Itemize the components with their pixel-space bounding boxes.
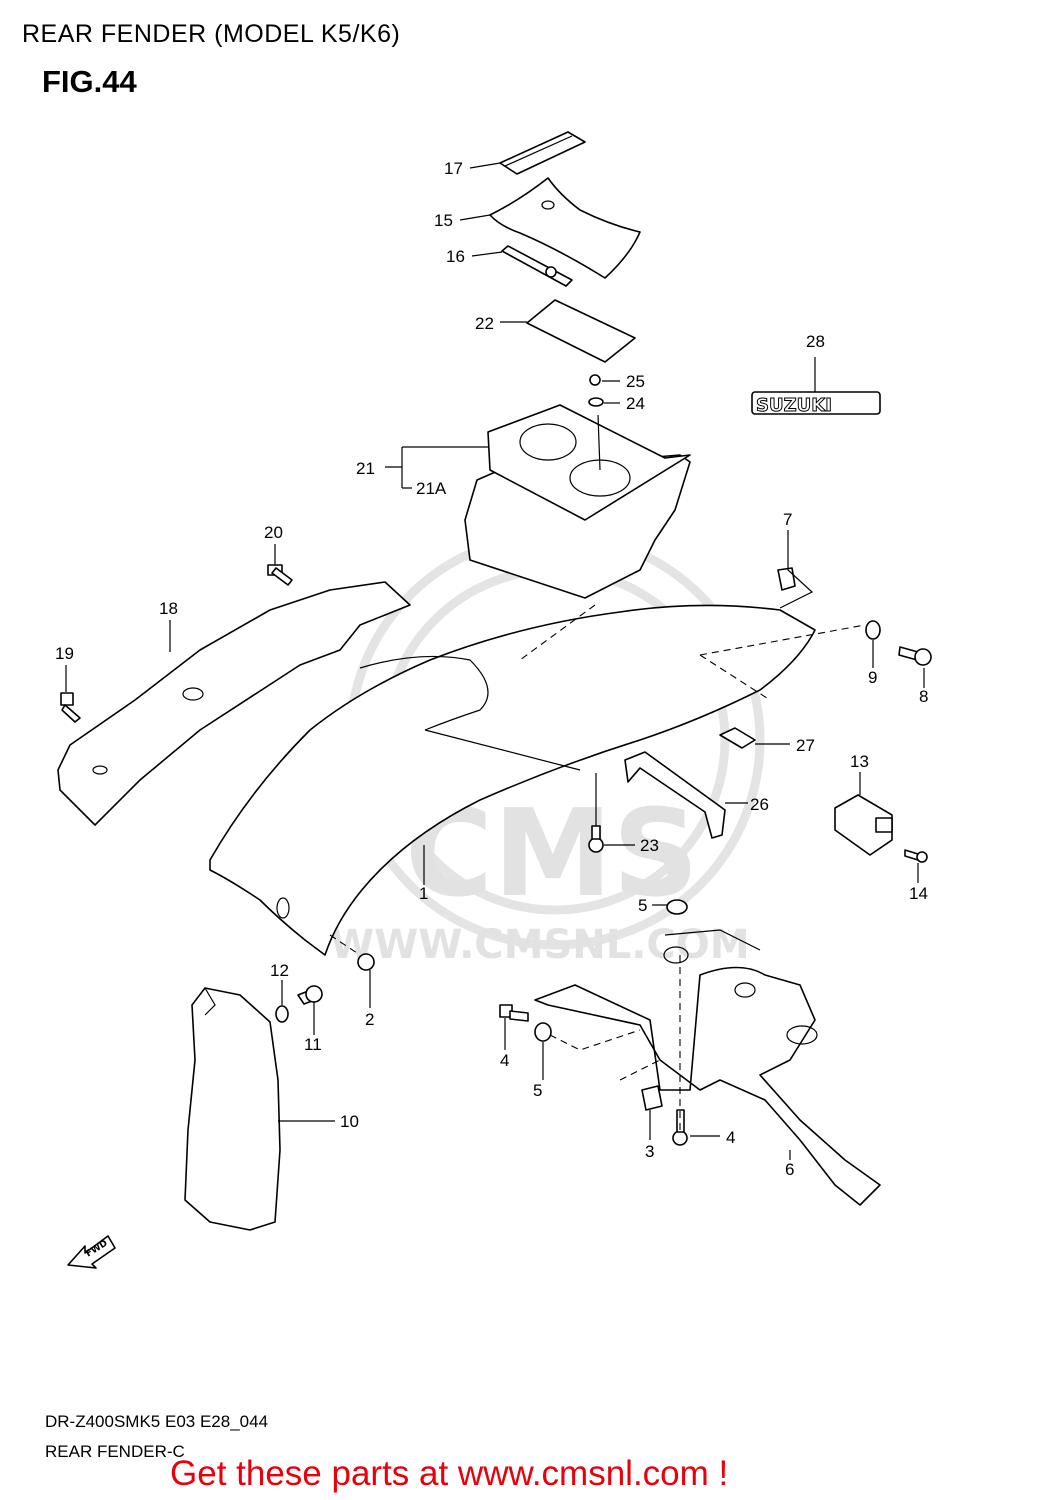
callout-4b: 4 <box>726 1128 735 1147</box>
callout-5b: 5 <box>533 1081 542 1100</box>
part-bolt-8[interactable] <box>898 646 932 666</box>
callout-25: 25 <box>626 372 645 391</box>
diagram-code: DR-Z400SMK5 E03 E28_044 <box>45 1412 269 1431</box>
callout-16: 16 <box>446 247 465 266</box>
part-screw-14[interactable] <box>904 849 928 863</box>
part-strap[interactable] <box>499 131 586 175</box>
callout-11: 11 <box>304 1035 322 1054</box>
part-tool-box[interactable] <box>464 404 691 599</box>
callout-23: 23 <box>640 836 659 855</box>
part-rear-fender[interactable] <box>209 604 816 956</box>
callout-8: 8 <box>919 687 928 706</box>
callout-27: 27 <box>796 736 815 755</box>
page-title: REAR FENDER (MODEL K5/K6) <box>22 20 401 48</box>
callout-5a: 5 <box>638 896 647 915</box>
callout-21: 21 <box>356 459 375 478</box>
callout-22: 22 <box>475 314 494 333</box>
watermark-url: WWW.CMSNL.COM <box>330 922 750 968</box>
part-bracket[interactable] <box>534 929 881 1206</box>
callout-2: 2 <box>365 1010 374 1029</box>
part-side-cover[interactable] <box>57 581 411 826</box>
part-tool-bag[interactable] <box>489 177 641 279</box>
callout-17: 17 <box>444 159 463 178</box>
callout-4a: 4 <box>500 1051 509 1070</box>
figure-label: FIG.44 <box>42 64 137 99</box>
callout-12: 12 <box>270 961 289 980</box>
part-bolt-4b[interactable] <box>672 1109 688 1146</box>
callout-labels: 17 15 16 22 25 24 28 21 21A 20 7 18 19 9… <box>55 159 928 1179</box>
promo-link[interactable]: Get these parts at www.cmsnl.com ! <box>170 1454 729 1493</box>
part-washer-12[interactable] <box>275 1005 289 1023</box>
part-collar-5b[interactable] <box>534 1022 552 1042</box>
part-bolt-4a[interactable] <box>499 1004 529 1022</box>
fwd-arrow-icon: FWD <box>67 1235 116 1269</box>
leader-lines <box>65 162 925 1160</box>
callout-7: 7 <box>783 510 792 529</box>
badge-text: SUZUKI <box>756 395 832 416</box>
callout-20: 20 <box>264 523 283 542</box>
part-spanner[interactable] <box>501 245 573 287</box>
part-washer[interactable] <box>588 397 604 407</box>
callout-6: 6 <box>785 1160 794 1179</box>
part-pad[interactable] <box>526 299 636 363</box>
callout-10: 10 <box>340 1112 359 1131</box>
callout-24: 24 <box>626 394 645 413</box>
callout-28: 28 <box>806 332 825 351</box>
callout-9: 9 <box>868 668 877 687</box>
part-grab-handle[interactable] <box>624 751 726 839</box>
callout-19: 19 <box>55 644 74 663</box>
callout-1: 1 <box>419 884 428 903</box>
part-washer-9[interactable] <box>865 620 881 640</box>
callout-13: 13 <box>850 752 869 771</box>
part-washer-5a[interactable] <box>666 899 688 915</box>
part-nut-2[interactable] <box>357 953 375 971</box>
part-mud-flap[interactable] <box>184 987 281 1231</box>
callout-26: 26 <box>750 795 769 814</box>
callout-21a: 21A <box>416 479 447 498</box>
callout-3: 3 <box>645 1142 654 1161</box>
part-clip-3[interactable] <box>641 1085 663 1111</box>
part-bolt-side[interactable] <box>60 692 81 723</box>
part-pad-27[interactable] <box>719 727 756 749</box>
callout-14: 14 <box>909 884 928 903</box>
part-relay[interactable] <box>834 794 893 856</box>
part-suzuki-badge[interactable]: SUZUKI <box>751 391 881 417</box>
callout-18: 18 <box>159 599 178 618</box>
part-bolt-upper[interactable] <box>267 564 293 586</box>
part-clip[interactable] <box>777 567 796 591</box>
diagram-name: REAR FENDER-C <box>45 1442 185 1461</box>
part-nut[interactable] <box>589 374 601 386</box>
callout-15: 15 <box>434 211 453 230</box>
part-bolt-11[interactable] <box>297 985 323 1005</box>
